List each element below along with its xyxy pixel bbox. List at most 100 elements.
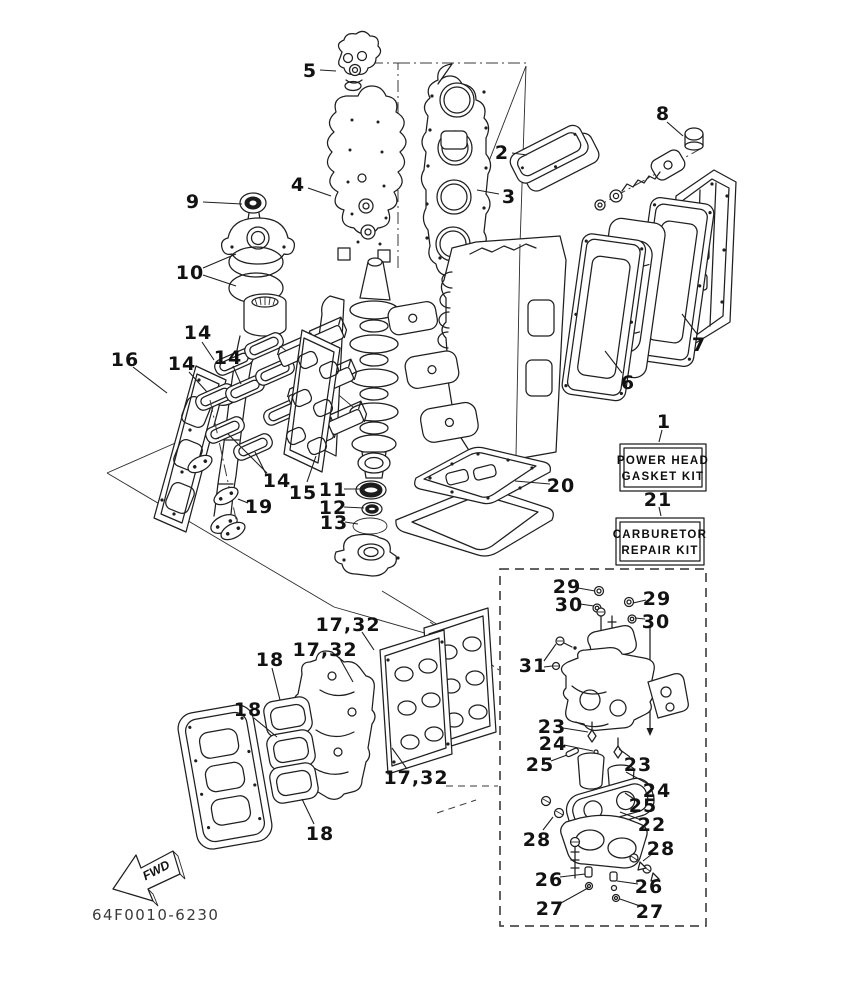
callout-7[interactable]: 7: [681, 313, 706, 356]
callout-27[interactable]: 27: [619, 898, 664, 923]
parts-11-12-13-seals: [352, 452, 391, 535]
callout-21[interactable]: 21: [644, 489, 672, 517]
callout-label[interactable]: 16: [111, 349, 139, 371]
callout-label[interactable]: 17,32: [315, 614, 380, 636]
callout-label[interactable]: 19: [245, 496, 273, 518]
callout-27[interactable]: 27: [536, 887, 589, 920]
callout-6[interactable]: 6: [604, 350, 635, 394]
callout-4[interactable]: 4: [291, 174, 332, 197]
callout-label[interactable]: 26: [635, 876, 663, 898]
callout-19[interactable]: 19: [237, 496, 273, 518]
callout-14[interactable]: 14: [168, 353, 208, 393]
callout-17-32[interactable]: 17,32: [315, 614, 380, 651]
leader-line: [271, 667, 281, 701]
callout-26[interactable]: 26: [616, 876, 663, 898]
callout-label[interactable]: 23: [624, 754, 652, 776]
callout-1[interactable]: 1: [657, 411, 671, 443]
callout-30[interactable]: 30: [634, 611, 670, 633]
callout-label[interactable]: 24: [539, 733, 567, 755]
callout-24[interactable]: 24: [625, 771, 671, 802]
callout-28[interactable]: 28: [523, 816, 554, 851]
callout-13[interactable]: 13: [320, 512, 359, 534]
callout-11[interactable]: 11: [319, 479, 362, 501]
callout-23[interactable]: 23: [618, 748, 652, 776]
callout-label[interactable]: 8: [656, 103, 670, 125]
callout-label[interactable]: 17,32: [383, 767, 448, 789]
callout-label[interactable]: 29: [643, 588, 671, 610]
callout-10[interactable]: 10: [176, 253, 237, 287]
callout-label[interactable]: 14: [263, 470, 291, 492]
callout-label[interactable]: 13: [320, 512, 348, 534]
callout-label[interactable]: 15: [289, 482, 317, 504]
callout-17-32[interactable]: 17,32: [383, 747, 448, 789]
callout-8[interactable]: 8: [656, 103, 684, 137]
kit-box-power-head[interactable]: POWER HEAD GASKET KIT: [617, 443, 709, 492]
part-15-reed-plate: [283, 329, 341, 473]
callout-25[interactable]: 25: [526, 754, 568, 776]
callout-2[interactable]: 2: [495, 142, 528, 164]
callout-28[interactable]: 28: [642, 838, 675, 862]
callout-label[interactable]: 4: [291, 174, 305, 196]
callout-29[interactable]: 29: [553, 576, 596, 598]
callout-18[interactable]: 18: [301, 798, 334, 845]
callout-14[interactable]: 14: [227, 433, 291, 492]
callout-24[interactable]: 24: [539, 733, 594, 755]
callout-3[interactable]: 3: [476, 186, 516, 208]
callout-22[interactable]: 22: [619, 811, 666, 836]
callout-label[interactable]: 12: [319, 497, 347, 519]
callout-label[interactable]: 30: [642, 611, 670, 633]
diagram-code: 64F0010-6230: [92, 906, 219, 924]
callout-label[interactable]: 21: [644, 489, 672, 511]
callout-label[interactable]: 27: [536, 898, 564, 920]
callout-label[interactable]: 10: [176, 262, 204, 284]
callout-label[interactable]: 9: [186, 191, 200, 213]
callout-label[interactable]: 14: [184, 322, 212, 344]
callout-23[interactable]: 23: [538, 716, 589, 738]
callout-17-32[interactable]: 17,32: [292, 639, 357, 683]
callout-30[interactable]: 30: [555, 594, 595, 616]
callout-label[interactable]: 5: [303, 60, 317, 82]
callout-label[interactable]: 24: [643, 780, 671, 802]
callout-14[interactable]: 14: [214, 347, 242, 385]
callout-label[interactable]: 22: [638, 814, 666, 836]
callout-25[interactable]: 25: [624, 792, 657, 817]
callout-label[interactable]: 20: [547, 475, 575, 497]
callout-label[interactable]: 2: [495, 142, 509, 164]
callout-label[interactable]: 28: [647, 838, 675, 860]
leader-line: [560, 887, 589, 904]
callout-label[interactable]: 30: [555, 594, 583, 616]
callout-label[interactable]: 18: [306, 823, 334, 845]
callout-label[interactable]: 11: [319, 479, 347, 501]
callout-20[interactable]: 20: [514, 475, 575, 497]
callout-label[interactable]: 25: [629, 795, 657, 817]
callout-label[interactable]: 14: [214, 347, 242, 369]
callout-label[interactable]: 23: [538, 716, 566, 738]
callout-label[interactable]: 6: [621, 372, 635, 394]
callout-label[interactable]: 18: [234, 699, 262, 721]
callout-5[interactable]: 5: [303, 60, 337, 82]
callout-26[interactable]: 26: [535, 869, 586, 891]
callout-label[interactable]: 1: [657, 411, 671, 433]
callout-label[interactable]: 28: [523, 829, 551, 851]
callout-label[interactable]: 27: [636, 901, 664, 923]
callout-12[interactable]: 12: [319, 497, 365, 519]
callout-15[interactable]: 15: [289, 455, 317, 504]
leader-line: [625, 771, 649, 785]
callout-14[interactable]: 14: [184, 322, 215, 361]
callout-label[interactable]: 14: [168, 353, 196, 375]
callout-label[interactable]: 31: [519, 655, 547, 677]
callout-9[interactable]: 9: [186, 191, 243, 213]
callout-label[interactable]: 18: [256, 649, 284, 671]
callout-label[interactable]: 3: [502, 186, 516, 208]
callout-label[interactable]: 25: [526, 754, 554, 776]
kit-box-carburetor[interactable]: CARBURETOR REPAIR KIT: [613, 517, 708, 566]
callout-31[interactable]: 31: [519, 643, 557, 677]
callout-29[interactable]: 29: [632, 588, 671, 610]
callout-label[interactable]: 26: [535, 869, 563, 891]
callout-16[interactable]: 16: [111, 349, 168, 394]
callout-18[interactable]: 18: [234, 699, 278, 738]
callout-label[interactable]: 17,32: [292, 639, 357, 661]
callout-label[interactable]: 7: [692, 334, 706, 356]
callout-18[interactable]: 18: [256, 649, 284, 701]
callout-label[interactable]: 29: [553, 576, 581, 598]
